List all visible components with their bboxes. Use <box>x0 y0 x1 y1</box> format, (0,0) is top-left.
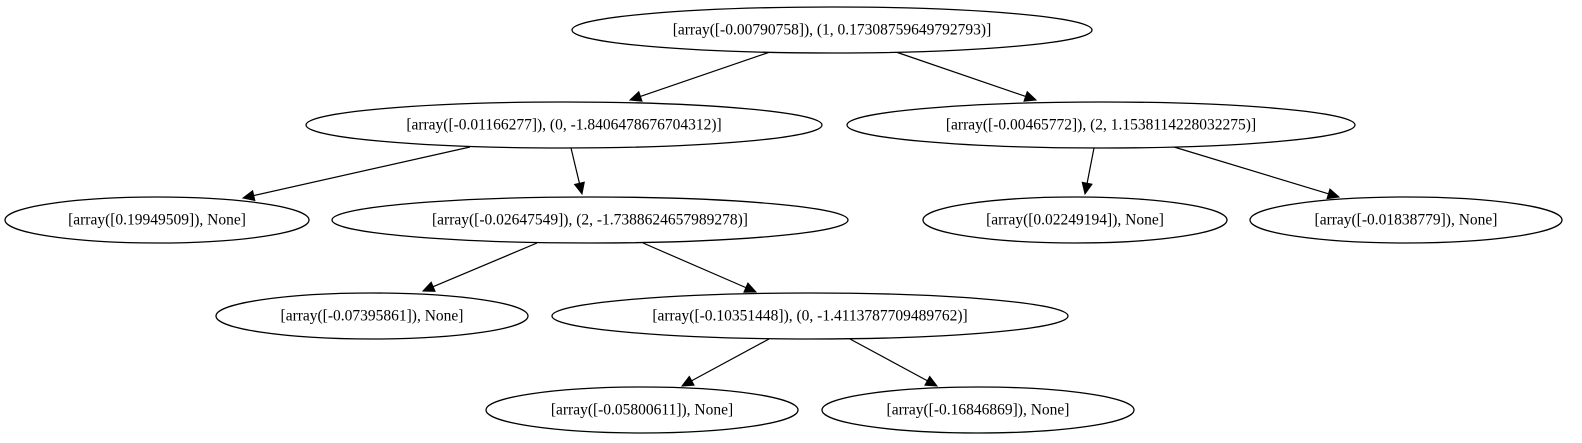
node-label: [array([-0.00790758]), (1, 0.17308759649… <box>673 22 992 39</box>
node-ellipse <box>215 292 529 340</box>
node-label: [array([0.19949509]), None] <box>68 212 246 229</box>
node-ellipse <box>485 386 799 434</box>
edge-line <box>1173 146 1329 195</box>
edge-line <box>849 338 928 382</box>
arrowhead-icon <box>1326 188 1341 200</box>
node-ellipse <box>846 101 1356 149</box>
arrowhead-icon <box>421 281 436 292</box>
arrowhead-icon <box>1023 90 1038 102</box>
arrowhead-icon <box>743 282 758 293</box>
node-label: [array([-0.02647549]), (2, -1.7388624657… <box>432 212 748 229</box>
arrowhead-icon <box>628 90 643 102</box>
edge <box>570 147 585 196</box>
edge <box>421 242 538 292</box>
node-left-split: [array([-0.01166277]), (0, -1.8406478676… <box>305 101 823 149</box>
edge-line <box>570 147 581 184</box>
edge <box>895 51 1038 102</box>
node-ellipse <box>4 196 310 244</box>
node-root: [array([-0.00790758]), (1, 0.17308759649… <box>571 6 1093 54</box>
arrowhead-icon <box>924 375 939 387</box>
edge <box>642 242 758 293</box>
node-split: [array([-0.10351448]), (0, -1.4113787709… <box>551 292 1069 340</box>
edge-line <box>253 146 471 197</box>
edge <box>1081 147 1095 196</box>
edge-line <box>640 51 771 98</box>
node-label: [array([-0.10351448]), (0, -1.4113787709… <box>652 308 967 325</box>
arrowhead-icon <box>573 181 585 196</box>
node-label: [array([-0.01166277]), (0, -1.8406478676… <box>406 117 721 134</box>
node-label: [array([-0.05800611]), None] <box>551 402 733 419</box>
arrowhead-icon <box>680 375 695 387</box>
node-leaf: [array([0.02249194]), None] <box>922 196 1228 244</box>
arrowhead-icon <box>241 189 256 202</box>
edge-line <box>642 242 747 289</box>
node-leaf: [array([-0.05800611]), None] <box>485 386 799 434</box>
node-split: [array([-0.02647549]), (2, -1.7388624657… <box>331 196 849 244</box>
node-ellipse <box>551 292 1069 340</box>
node-ellipse <box>821 386 1135 434</box>
edge <box>241 146 471 202</box>
node-leaf: [array([-0.01838779]), None] <box>1249 196 1563 244</box>
edge <box>628 51 771 102</box>
node-ellipse <box>571 6 1093 54</box>
node-leaf: [array([-0.07395861]), None] <box>215 292 529 340</box>
node-ellipse <box>331 196 849 244</box>
node-label: [array([0.02249194]), None] <box>986 212 1164 229</box>
node-ellipse <box>305 101 823 149</box>
node-label: [array([-0.07395861]), None] <box>281 308 464 325</box>
node-leaf: [array([-0.16846869]), None] <box>821 386 1135 434</box>
node-right-split: [array([-0.00465772]), (2, 1.15381142280… <box>846 101 1356 149</box>
edge-line <box>432 242 538 288</box>
edge <box>680 338 770 387</box>
edge <box>1173 146 1341 200</box>
arrowhead-icon <box>1081 181 1093 196</box>
node-label: [array([-0.16846869]), None] <box>887 402 1070 419</box>
edges-layer <box>241 51 1341 387</box>
node-label: [array([-0.00465772]), (2, 1.15381142280… <box>946 117 1256 134</box>
edge-line <box>1086 147 1095 184</box>
edge <box>849 338 939 387</box>
edge-line <box>895 51 1026 98</box>
node-leaf: [array([0.19949509]), None] <box>4 196 310 244</box>
node-ellipse <box>1249 196 1563 244</box>
node-label: [array([-0.01838779]), None] <box>1315 212 1498 229</box>
node-ellipse <box>922 196 1228 244</box>
edge-line <box>691 338 770 382</box>
